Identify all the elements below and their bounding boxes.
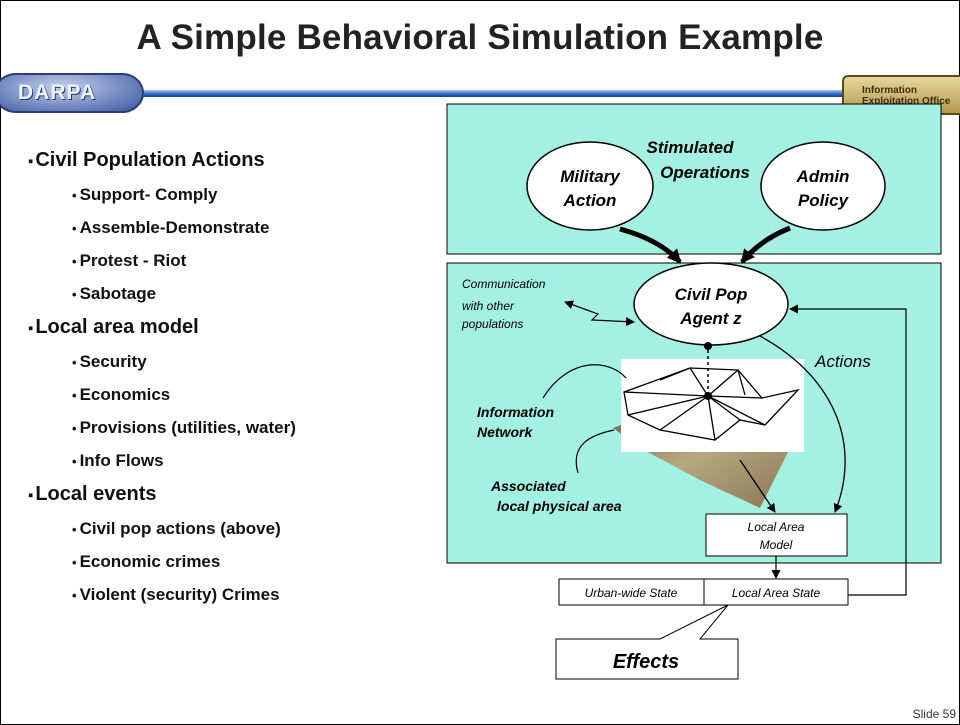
- slide-number: Slide 59: [912, 707, 956, 721]
- network-backdrop: [621, 359, 804, 452]
- actions-label: Actions: [814, 352, 871, 371]
- slide-title: A Simple Behavioral Simulation Example: [136, 18, 824, 57]
- local-area-state-box: [703, 578, 849, 606]
- sub-bullet: Civil pop actions (above): [28, 512, 428, 545]
- civil-pop-agent-node: [633, 262, 789, 346]
- admin-to-agent-arrow: [740, 225, 791, 264]
- communication-label-2: with other: [462, 299, 515, 313]
- local-area-model-box: [705, 513, 848, 557]
- stimulated-label-1: Stimulated: [647, 138, 735, 157]
- bullet-list: Civil Population Actions Support- Comply…: [28, 143, 428, 611]
- civil-pop-label-2: Agent z: [679, 309, 742, 328]
- effects-label: Effects: [613, 651, 679, 673]
- header-rule: [125, 90, 890, 97]
- civil-pop-label-1: Civil Pop: [675, 285, 748, 304]
- military-to-agent-arrow: [619, 226, 682, 264]
- associated-area-label-2: local physical area: [497, 498, 622, 514]
- info-network-label-2: Network: [477, 424, 533, 440]
- sub-bullet: Protest - Riot: [28, 244, 428, 277]
- military-action-node: [526, 141, 654, 231]
- bullet-local-area-model: Local area model: [28, 310, 428, 345]
- communication-label-1: Communication: [462, 277, 546, 291]
- actions-arrow-model: [759, 335, 846, 513]
- darpa-logo-text: DARPA: [18, 81, 97, 104]
- associated-area-label-1: Associated: [490, 478, 566, 494]
- sub-bullet: Economic crimes: [28, 545, 428, 578]
- bullet-civil-population: Civil Population Actions: [28, 143, 428, 178]
- sub-bullet: Provisions (utilities, water): [28, 411, 428, 444]
- sub-bullet: Info Flows: [28, 444, 428, 477]
- sub-bullet: Sabotage: [28, 277, 428, 310]
- info-network-pointer: [542, 364, 627, 399]
- associated-area-pointer: [575, 429, 615, 474]
- feedback-arrow: [789, 304, 907, 596]
- military-action-label-2: Action: [563, 191, 617, 210]
- agent-link-node: [704, 342, 712, 350]
- network-center-node: [704, 392, 712, 400]
- communication-label-3: populations: [461, 317, 523, 331]
- info-network-label-1: Information: [477, 404, 554, 420]
- sub-bullet: Economics: [28, 378, 428, 411]
- darpa-logo: DARPA: [0, 73, 144, 113]
- bullet-local-events: Local events: [28, 477, 428, 512]
- stimulated-label-2: Operations: [660, 163, 750, 182]
- military-action-label-1: Military: [560, 167, 621, 186]
- sub-bullet: Assemble-Demonstrate: [28, 211, 428, 244]
- communication-arrow: [564, 300, 635, 327]
- local-area-state-label: Local Area State: [732, 586, 821, 600]
- admin-policy-label-2: Policy: [798, 191, 850, 210]
- sub-bullet: Violent (security) Crimes: [28, 578, 428, 611]
- terrain-to-model-arrow: [739, 459, 776, 513]
- ixo-logo-text: Information Exploitation Office: [862, 85, 951, 107]
- sub-bullet: Support- Comply: [28, 178, 428, 211]
- effects-callout: [555, 604, 739, 680]
- network-graph: [623, 367, 800, 441]
- local-area-model-label-1: Local Area: [748, 520, 805, 534]
- admin-policy-label-1: Admin: [796, 167, 850, 186]
- urban-wide-state-box: [558, 578, 705, 606]
- admin-policy-node: [760, 141, 886, 231]
- sub-bullet: Security: [28, 345, 428, 378]
- local-area-model-label-2: Model: [760, 538, 793, 552]
- urban-wide-state-label: Urban-wide State: [585, 586, 678, 600]
